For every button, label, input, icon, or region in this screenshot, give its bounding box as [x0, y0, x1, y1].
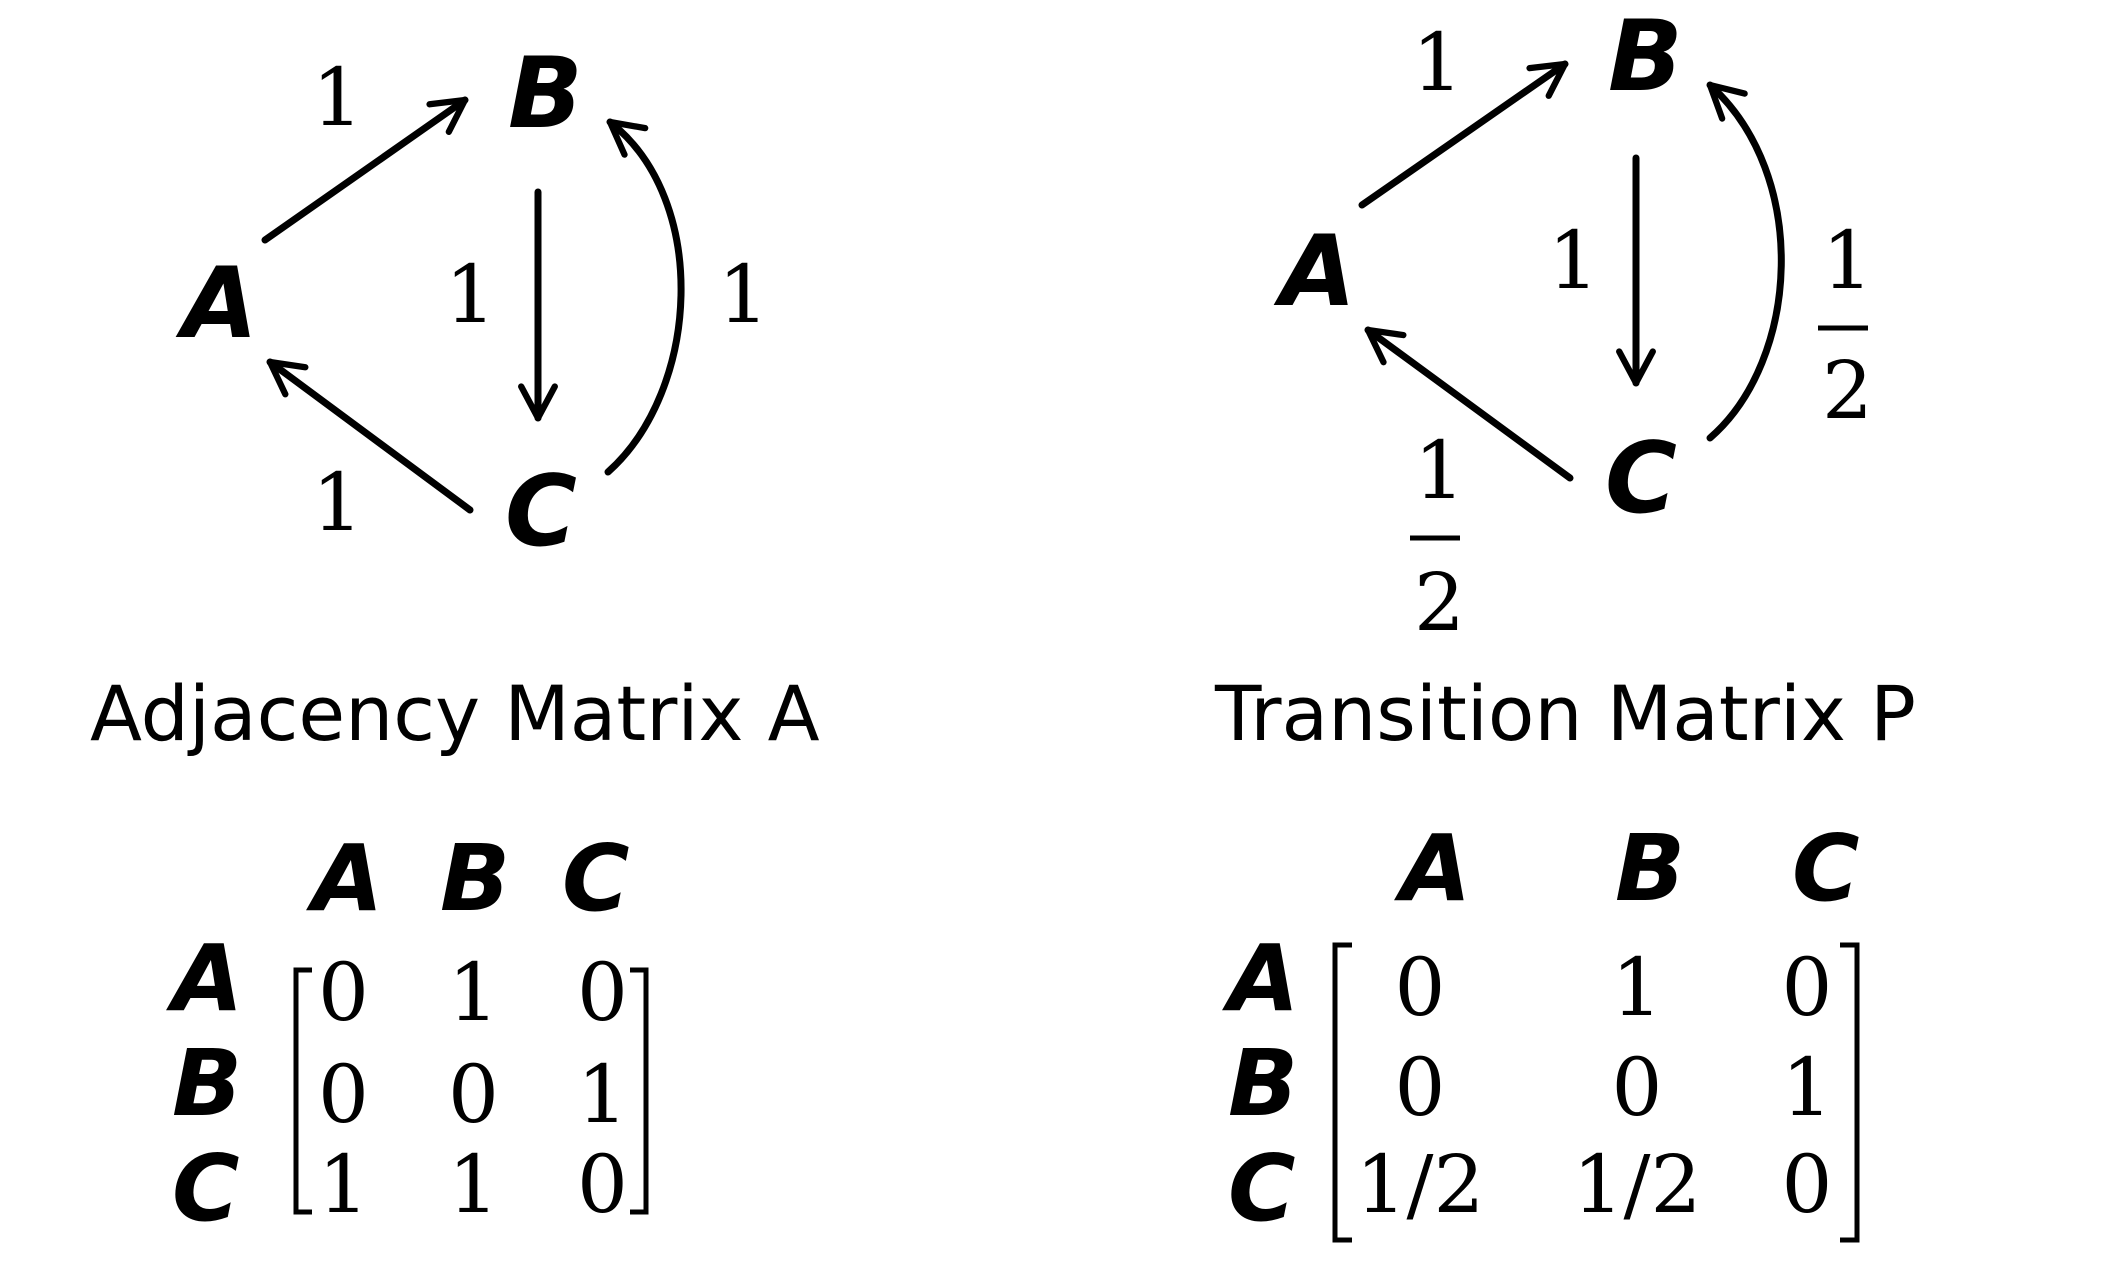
right-weight-b-to-c: 1 — [1548, 214, 1599, 307]
right-node-a: A — [1273, 215, 1356, 329]
left-weight-c-to-a: 1 — [312, 456, 363, 549]
matrix-cell: 1/2 — [1573, 1138, 1702, 1231]
fraction-denominator: 2 — [1414, 556, 1465, 649]
adj-col-header-c: C — [562, 825, 630, 932]
fraction-numerator: 1 — [1822, 214, 1873, 307]
transition-matrix-title: Transition Matrix P — [1214, 669, 1916, 758]
adjacency-matrix: A B C A B C 0 1 0 0 0 1 1 1 0 — [166, 825, 649, 1242]
adj-col-header-b: B — [440, 825, 510, 932]
right-weight-a-to-b: 1 — [1412, 16, 1463, 109]
matrix-cell: 1 — [448, 1138, 499, 1231]
matrix-cell: 0 — [1782, 1138, 1833, 1231]
tr-col-header-a: A — [1394, 815, 1471, 922]
left-graph: A B C 1 1 1 1 — [175, 37, 769, 569]
adj-row-2: 1 1 0 — [318, 1138, 628, 1231]
matrix-cell: 0 — [318, 946, 369, 1039]
matrix-cell: 0 — [1395, 1041, 1446, 1134]
tr-row-2: 1/2 1/2 0 — [1356, 1138, 1833, 1231]
matrix-cell: 1 — [318, 1138, 369, 1231]
tr-col-header-c: C — [1792, 815, 1860, 922]
tr-col-header-b: B — [1615, 815, 1685, 922]
right-graph: A B C 1 1 1 2 1 2 — [1273, 0, 1873, 649]
left-node-b: B — [508, 37, 583, 151]
tr-row-header-c: C — [1228, 1135, 1296, 1242]
matrix-cell: 1 — [1612, 941, 1663, 1034]
right-edge-c-to-a — [1364, 326, 1574, 482]
matrix-cell: 1 — [577, 1048, 628, 1141]
matrix-cell: 0 — [1395, 941, 1446, 1034]
left-weight-a-to-b: 1 — [312, 51, 363, 144]
transition-matrix: A B C A B C 0 1 0 0 0 1 1/2 1/2 0 — [1222, 815, 1860, 1243]
left-edge-a-to-b — [261, 96, 469, 244]
adj-row-header-b: B — [172, 1030, 242, 1137]
left-edge-c-to-a — [266, 358, 474, 514]
left-weight-b-to-c: 1 — [445, 248, 496, 341]
matrix-cell: 0 — [577, 1138, 628, 1231]
tr-right-bracket — [1840, 942, 1860, 1243]
adj-row-header-c: C — [172, 1135, 240, 1242]
fraction-denominator: 2 — [1822, 344, 1873, 437]
tr-row-0: 0 1 0 — [1395, 941, 1833, 1034]
adjacency-matrix-title: Adjacency Matrix A — [90, 669, 820, 758]
matrix-cell: 0 — [1612, 1041, 1663, 1134]
right-node-b: B — [1608, 0, 1683, 114]
tr-row-header-b: B — [1228, 1030, 1298, 1137]
adj-row-1: 0 0 1 — [318, 1048, 628, 1141]
adj-left-bracket — [293, 967, 312, 1215]
matrix-cell: 1/2 — [1356, 1138, 1485, 1231]
left-node-c: C — [505, 455, 577, 569]
adj-row-0: 0 1 0 — [318, 946, 628, 1039]
matrix-cell: 0 — [318, 1048, 369, 1141]
right-weight-c-to-a-fraction: 1 2 — [1410, 424, 1465, 649]
tr-row-1: 0 0 1 — [1395, 1041, 1833, 1134]
adj-right-bracket — [630, 967, 649, 1215]
left-weight-c-to-b: 1 — [718, 248, 769, 341]
right-node-c: C — [1605, 422, 1677, 536]
matrix-cell: 0 — [448, 1048, 499, 1141]
tr-row-header-a: A — [1222, 925, 1299, 1032]
tr-left-bracket — [1332, 942, 1352, 1243]
matrix-cell: 0 — [1782, 941, 1833, 1034]
right-weight-c-to-b-fraction: 1 2 — [1818, 214, 1873, 437]
matrix-cell: 1 — [1782, 1041, 1833, 1134]
left-node-a: A — [175, 247, 258, 361]
right-edge-a-to-b — [1358, 60, 1569, 209]
matrix-cell: 1 — [448, 946, 499, 1039]
adj-col-header-a: A — [306, 825, 383, 932]
adj-row-header-a: A — [166, 925, 243, 1032]
right-edge-c-to-b — [1706, 81, 1785, 442]
left-edge-c-to-b — [604, 118, 685, 476]
fraction-numerator: 1 — [1414, 424, 1465, 517]
matrix-cell: 0 — [577, 946, 628, 1039]
